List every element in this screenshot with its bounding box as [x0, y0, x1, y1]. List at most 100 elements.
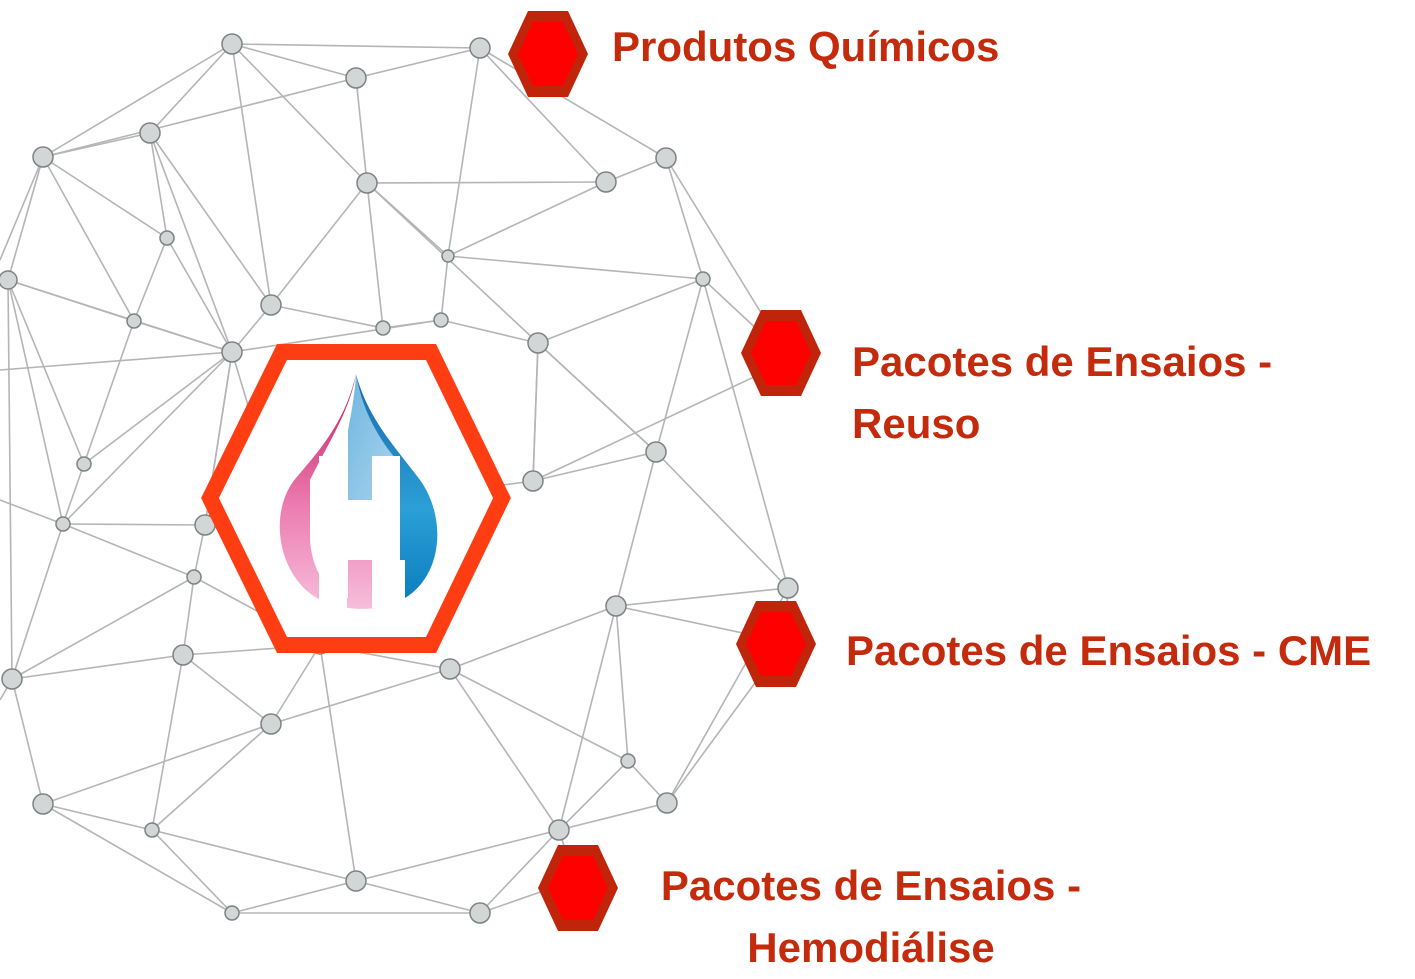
- menu-item-label-line1: Pacotes de Ensaios -: [660, 862, 1082, 909]
- network-edge: [42, 77, 357, 158]
- network-edge: [532, 359, 791, 482]
- network-edge: [0, 351, 233, 371]
- menu-bullets: [508, 11, 821, 931]
- network-node: [32, 793, 54, 815]
- network-edge: [133, 320, 233, 353]
- network-node: [695, 271, 711, 287]
- network-edge: [42, 156, 168, 239]
- network-node: [469, 37, 491, 59]
- network-edge: [665, 157, 704, 280]
- network-edge: [537, 278, 704, 344]
- network-edge: [42, 803, 153, 831]
- network-edge: [447, 181, 607, 257]
- network-edge: [42, 132, 151, 158]
- network-node: [605, 595, 627, 617]
- network-edge: [11, 678, 44, 805]
- network-node: [441, 249, 455, 263]
- menu-item-pacotes-cme[interactable]: Pacotes de Ensaios - CME: [846, 620, 1371, 682]
- network-node: [55, 516, 71, 532]
- network-edge: [11, 523, 64, 680]
- network-nodes: [0, 33, 799, 924]
- network-node: [645, 441, 667, 463]
- center-logo: [201, 344, 511, 653]
- network-node: [345, 870, 367, 892]
- network-node: [76, 456, 92, 472]
- network-node: [433, 312, 449, 328]
- menu-item-pacotes-reuso[interactable]: Pacotes de Ensaios - Reuso: [852, 331, 1272, 455]
- network-edge: [151, 654, 184, 831]
- network-edge: [149, 132, 272, 306]
- network-edge: [42, 723, 272, 805]
- network-edge: [182, 654, 272, 725]
- network-node: [345, 67, 367, 89]
- network-edge: [615, 451, 657, 607]
- network-edge: [11, 654, 184, 680]
- network-edge: [0, 499, 64, 525]
- network-edge: [366, 182, 539, 344]
- network-edge: [231, 319, 442, 353]
- network-edge: [7, 156, 44, 281]
- menu-item-label-line1: Pacotes de Ensaios -: [852, 338, 1273, 385]
- network-edge: [62, 351, 233, 525]
- network-edge: [449, 668, 629, 762]
- network-node: [656, 792, 678, 814]
- network-node: [221, 341, 243, 363]
- menu-item-label: Produtos Químicos: [612, 23, 1000, 70]
- network-edge: [449, 668, 560, 831]
- network-edges: [0, 43, 791, 914]
- network-node: [522, 470, 544, 492]
- network-edge: [447, 47, 481, 257]
- menu-item-pacotes-hemodialise[interactable]: Pacotes de Ensaios - Hemodiálise: [646, 855, 1096, 979]
- network-edge: [532, 451, 657, 482]
- network-edge: [449, 605, 617, 670]
- network-edge: [270, 668, 451, 725]
- network-node: [1, 668, 23, 690]
- network-edge: [440, 255, 449, 321]
- network-edge: [151, 829, 357, 882]
- network-node: [0, 270, 18, 290]
- network-edge: [7, 279, 13, 680]
- network-node: [375, 320, 391, 336]
- network-edge: [151, 723, 272, 831]
- network-edge: [42, 43, 233, 158]
- network-edge: [532, 342, 539, 482]
- network-edge: [558, 760, 629, 831]
- network-edge: [231, 880, 357, 914]
- network-edge: [355, 77, 368, 184]
- network-edge: [605, 157, 667, 183]
- network-edge: [615, 605, 629, 762]
- network-edge: [11, 576, 195, 680]
- network-edge: [149, 132, 168, 239]
- network-edge: [0, 156, 44, 261]
- network-edge: [151, 829, 233, 914]
- network-edge: [366, 181, 607, 184]
- menu-item-label: Pacotes de Ensaios - CME: [846, 627, 1372, 674]
- hexagon-icon-inner: [548, 856, 608, 920]
- network-edge: [231, 43, 368, 184]
- network-edge: [270, 644, 321, 725]
- menu-item-label-line2: Reuso: [852, 400, 981, 447]
- network-node: [224, 905, 240, 921]
- menu-item-produtos-quimicos[interactable]: Produtos Químicos: [612, 16, 999, 78]
- network-node: [469, 902, 491, 924]
- network-node: [172, 644, 194, 666]
- network-node: [159, 230, 175, 246]
- network-edge: [166, 237, 233, 353]
- network-edge: [479, 47, 667, 159]
- network-edge: [702, 278, 789, 589]
- network-edge: [615, 587, 789, 607]
- network-edge: [149, 132, 233, 353]
- network-edge: [479, 829, 560, 914]
- network-node: [221, 33, 243, 55]
- network-edge: [62, 463, 85, 525]
- network-edge: [83, 351, 233, 465]
- hexagon-icon-inner: [518, 22, 578, 86]
- network-node: [126, 313, 142, 329]
- network-edge: [270, 182, 368, 306]
- network-edge: [655, 451, 789, 589]
- network-edge: [133, 237, 168, 322]
- network-edge: [355, 829, 560, 882]
- network-edge: [558, 802, 668, 831]
- network-edge: [42, 156, 135, 322]
